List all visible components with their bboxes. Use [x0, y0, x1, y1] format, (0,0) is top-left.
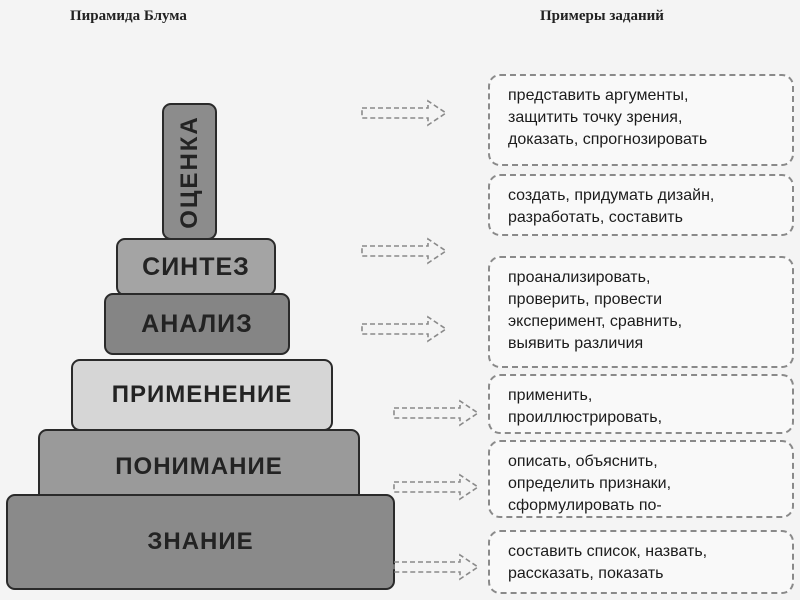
pyramid-level-label: ОЦЕНКА — [175, 114, 203, 229]
example-line: проанализировать, — [508, 269, 651, 286]
pyramid-level-label: АНАЛИЗ — [141, 309, 253, 338]
pyramid-level-label: ПРИМЕНЕНИЕ — [111, 381, 293, 408]
dashed-arrow-icon — [393, 399, 480, 427]
example-line: проиллюстрировать, — [508, 409, 663, 426]
pyramid-level-analysis: АНАЛИЗ — [104, 293, 290, 355]
pyramid-level-label: ПОНИМАНИЕ — [115, 452, 283, 480]
example-box-analysis: проанализировать, проверить, провести эк… — [488, 256, 794, 368]
pyramid-level-synthesis: СИНТЕЗ — [116, 238, 276, 296]
example-box-knowledge: составить список, назвать, рассказать, п… — [488, 530, 794, 594]
example-line: создать, придумать дизайн, — [508, 187, 715, 204]
dashed-arrow-icon — [361, 99, 448, 127]
example-line: эксперимент, сравнить, — [508, 313, 683, 330]
example-line: рассказать, показать — [508, 565, 664, 582]
dashed-arrow-icon — [361, 237, 448, 265]
dashed-arrow-icon — [361, 315, 448, 343]
example-line: разработать, составить — [508, 209, 683, 226]
example-line: составить список, назвать, — [508, 543, 708, 560]
example-line: проверить, провести — [508, 291, 663, 308]
example-line: выявить различия — [508, 335, 644, 352]
example-line: описать, объяснить, — [508, 453, 658, 470]
pyramid-level-label: ЗНАНИЕ — [147, 528, 254, 555]
dashed-arrow-icon — [393, 553, 480, 581]
pyramid-level-evaluation: ОЦЕНКА — [162, 103, 217, 240]
example-line: представить аргументы, — [508, 87, 689, 104]
pyramid-heading: Пирамида Блума — [70, 8, 187, 24]
pyramid-level-comprehension: ПОНИМАНИЕ — [38, 429, 360, 504]
examples-heading: Примеры заданий — [540, 8, 664, 24]
pyramid-level-label: СИНТЕЗ — [142, 252, 250, 281]
example-line: защитить точку зрения, — [508, 109, 683, 126]
example-line: определить признаки, — [508, 475, 672, 492]
example-line: доказать, спрогнозировать — [508, 131, 708, 148]
example-line: применить, — [508, 387, 593, 404]
example-box-comprehension: описать, объяснить, определить признаки,… — [488, 440, 794, 518]
dashed-arrow-icon — [393, 473, 480, 501]
example-line: сформулировать по- — [508, 497, 662, 514]
example-box-application: применить, проиллюстрировать, — [488, 374, 794, 434]
example-box-evaluation: представить аргументы, защитить точку зр… — [488, 74, 794, 166]
pyramid-level-knowledge: ЗНАНИЕ — [6, 494, 395, 590]
pyramid-level-application: ПРИМЕНЕНИЕ — [71, 359, 333, 431]
example-box-synthesis: создать, придумать дизайн, разработать, … — [488, 174, 794, 236]
